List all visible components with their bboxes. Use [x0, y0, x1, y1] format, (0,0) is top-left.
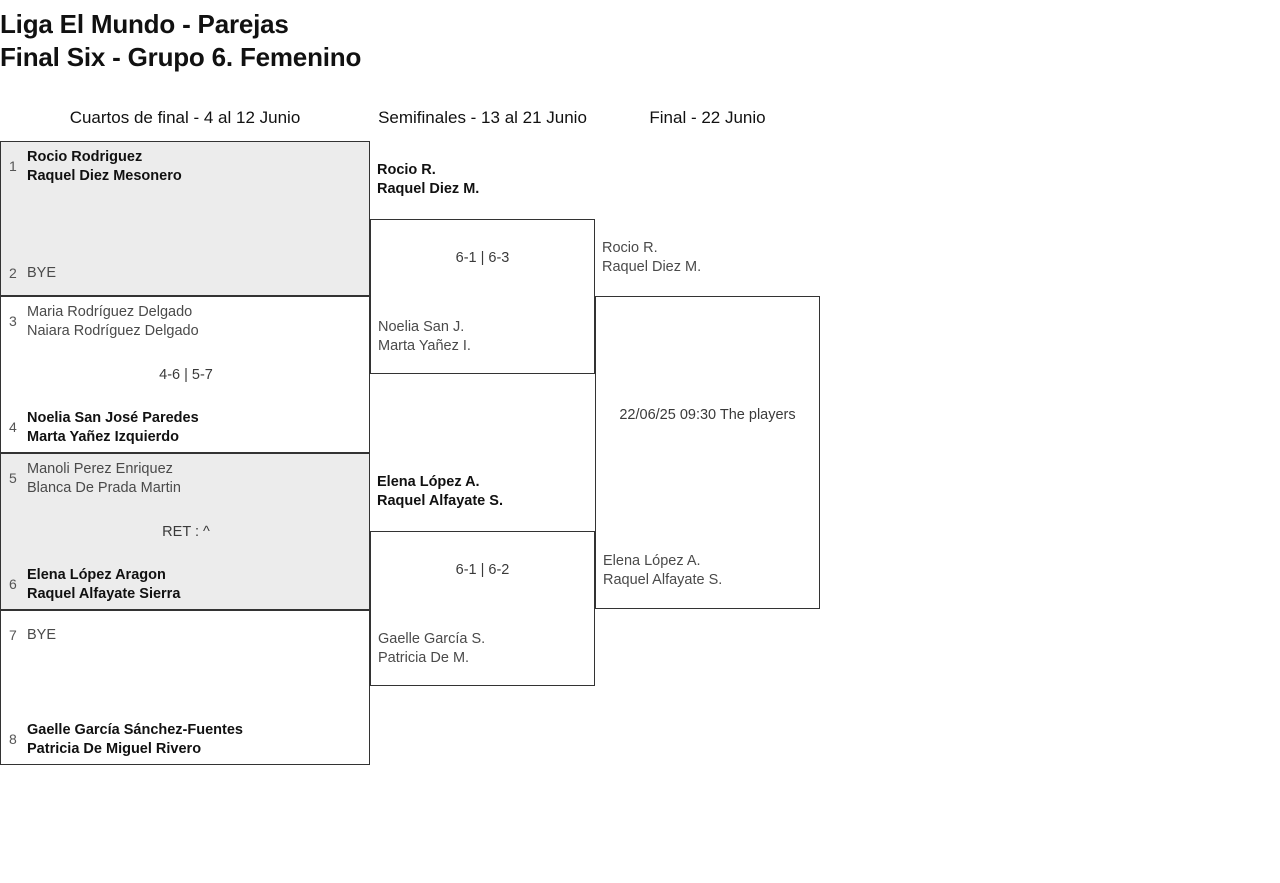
seed-number: 5 [9, 470, 17, 486]
player-name: Raquel Diez M. [602, 258, 702, 275]
match-r1-2-team-top[interactable]: 3 Maria Rodríguez Delgado Naiara Rodrígu… [1, 303, 371, 340]
team-names: Manoli Perez Enriquez Blanca De Prada Ma… [27, 460, 181, 497]
round-header-quarterfinals: Cuartos de final - 4 al 12 Junio [69, 108, 301, 127]
page-title-line-1: Liga El Mundo - Parejas [0, 9, 289, 39]
seed-number: 6 [9, 576, 17, 592]
match-r2-1-team-winner[interactable]: Rocio R. Raquel Diez M. [377, 161, 479, 198]
player-name: Raquel Alfayate S. [377, 492, 503, 509]
player-name: Marta Yañez I. [378, 337, 471, 354]
player-name: Rocio Rodriguez [27, 149, 143, 165]
player-name: Patricia De Miguel Rivero [27, 740, 202, 757]
player-name: Raquel Diez Mesonero [27, 167, 182, 184]
match-r3-final[interactable]: 22/06/25 09:30 The players Elena López A… [595, 296, 820, 609]
team-names: Noelia San José Paredes Marta Yañez Izqu… [27, 409, 199, 446]
match-r1-2[interactable]: 3 Maria Rodríguez Delgado Naiara Rodrígu… [0, 296, 370, 453]
match-r2-2-team-loser[interactable]: Gaelle García S. Patricia De M. [378, 630, 485, 667]
player-name: Raquel Alfayate S. [603, 571, 723, 588]
match-r3-schedule: 22/06/25 09:30 The players [619, 407, 796, 423]
match-r2-2-score: 6-1 | 6-2 [455, 562, 510, 578]
player-name: Noelia San J. [378, 319, 465, 335]
match-r1-1-team-bottom[interactable]: 2 BYE [1, 264, 371, 283]
bye-label: BYE [27, 265, 57, 281]
match-r3-team-bottom[interactable]: Elena López A. Raquel Alfayate S. [603, 552, 722, 589]
match-r3-team-top[interactable]: Rocio R. Raquel Diez M. [602, 239, 701, 276]
match-r2-2-team-winner[interactable]: Elena López A. Raquel Alfayate S. [377, 473, 503, 510]
player-name: Raquel Alfayate Sierra [27, 585, 181, 602]
page-title-line-2: Final Six - Grupo 6. Femenino [0, 42, 362, 72]
match-r2-1-score: 6-1 | 6-3 [455, 250, 510, 266]
match-r1-4-team-bottom[interactable]: 8 Gaelle García Sánchez-Fuentes Patricia… [1, 721, 371, 758]
team-names: Elena López Aragon Raquel Alfayate Sierr… [27, 566, 180, 603]
seed-number: 3 [9, 313, 17, 329]
seed-number: 1 [9, 158, 17, 174]
player-name: Rocio R. [602, 240, 658, 256]
round-header-semifinals: Semifinales - 13 al 21 Junio [378, 108, 587, 127]
match-r1-3-score: RET : ^ [162, 524, 210, 540]
team-names: Gaelle García Sánchez-Fuentes Patricia D… [27, 721, 243, 758]
seed-number: 7 [9, 627, 17, 643]
match-r1-1-team-top[interactable]: 1 Rocio Rodriguez Raquel Diez Mesonero [1, 148, 371, 185]
player-name: Gaelle García Sánchez-Fuentes [27, 722, 243, 738]
bye-label: BYE [27, 627, 57, 643]
player-name: Gaelle García S. [378, 631, 486, 647]
match-r1-3-team-bottom[interactable]: 6 Elena López Aragon Raquel Alfayate Sie… [1, 566, 371, 603]
player-name: Elena López Aragon [27, 567, 166, 583]
player-name: Blanca De Prada Martin [27, 479, 181, 496]
player-name: Noelia San José Paredes [27, 410, 199, 426]
match-r1-4-team-top[interactable]: 7 BYE [1, 626, 371, 645]
match-r1-3-team-top[interactable]: 5 Manoli Perez Enriquez Blanca De Prada … [1, 460, 371, 497]
player-name: Elena López A. [377, 474, 480, 490]
match-r1-3[interactable]: 5 Manoli Perez Enriquez Blanca De Prada … [0, 453, 370, 610]
team-names: Rocio Rodriguez Raquel Diez Mesonero [27, 148, 182, 185]
player-name: Elena López A. [603, 553, 701, 569]
match-r2-1[interactable]: 6-1 | 6-3 Noelia San J. Marta Yañez I. [370, 219, 595, 374]
player-name: Maria Rodríguez Delgado [27, 304, 193, 320]
player-name: Marta Yañez Izquierdo [27, 428, 180, 445]
team-names: Maria Rodríguez Delgado Naiara Rodríguez… [27, 303, 199, 340]
match-r1-1[interactable]: 1 Rocio Rodriguez Raquel Diez Mesonero 2… [0, 141, 370, 296]
round-header-final: Final - 22 Junio [649, 108, 766, 127]
match-r1-4[interactable]: 7 BYE 8 Gaelle García Sánchez-Fuentes Pa… [0, 610, 370, 765]
seed-number: 4 [9, 419, 17, 435]
match-r2-1-team-loser[interactable]: Noelia San J. Marta Yañez I. [378, 318, 471, 355]
bracket-connector-round2 [369, 141, 370, 686]
seed-number: 2 [9, 265, 17, 281]
player-name: Naiara Rodríguez Delgado [27, 322, 199, 339]
player-name: Manoli Perez Enriquez [27, 461, 173, 477]
page-title: Liga El Mundo - Parejas Final Six - Grup… [0, 8, 900, 74]
match-r1-2-team-bottom[interactable]: 4 Noelia San José Paredes Marta Yañez Iz… [1, 409, 371, 446]
player-name: Patricia De M. [378, 649, 470, 666]
player-name: Rocio R. [377, 162, 436, 178]
match-r1-2-score: 4-6 | 5-7 [159, 367, 213, 383]
player-name: Raquel Diez M. [377, 180, 480, 197]
seed-number: 8 [9, 731, 17, 747]
match-r2-2[interactable]: 6-1 | 6-2 Gaelle García S. Patricia De M… [370, 531, 595, 686]
